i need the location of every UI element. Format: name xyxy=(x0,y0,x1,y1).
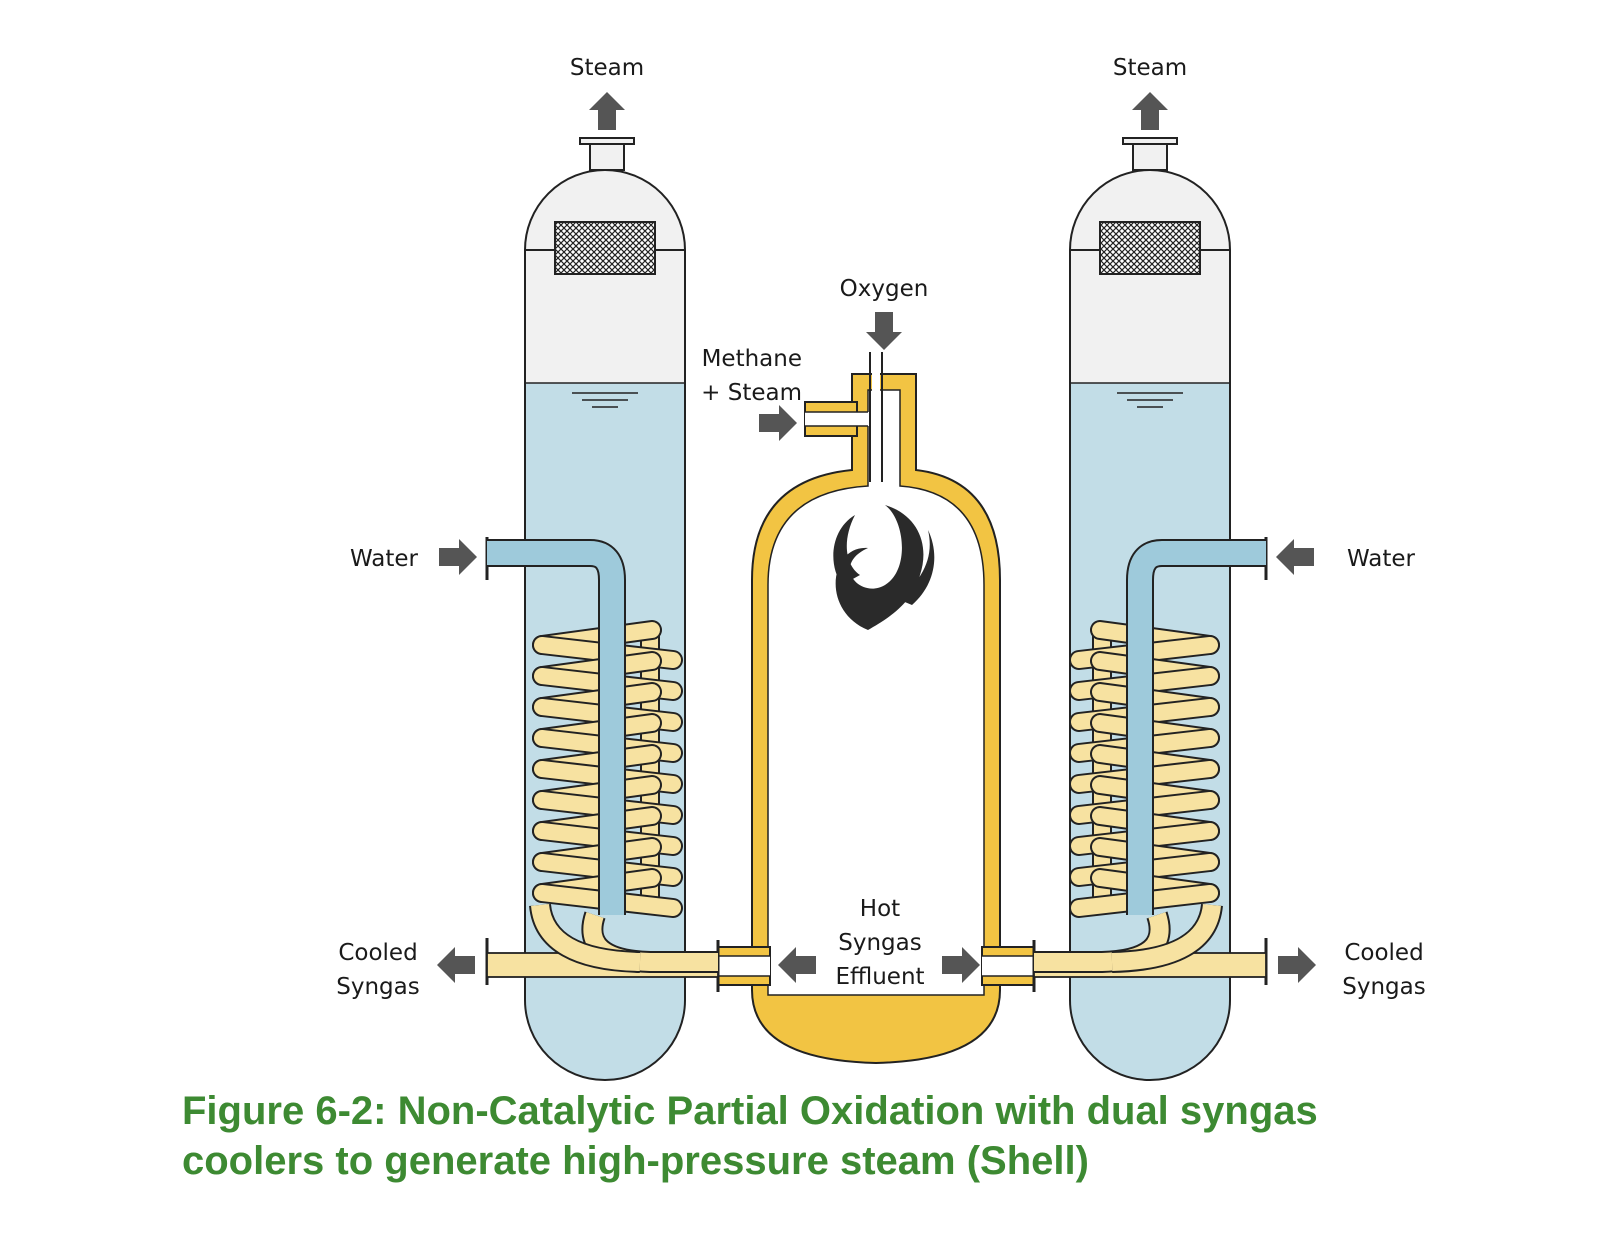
caption-line-2: coolers to generate high-pressure steam … xyxy=(182,1139,1089,1183)
label-water-left: Water xyxy=(350,546,419,572)
label-methane-line2: + Steam xyxy=(701,380,802,406)
arrow-icon xyxy=(437,947,475,983)
label-methane-line1: Methane xyxy=(702,346,802,372)
arrow-icon xyxy=(439,539,477,575)
right-heat-exchange-coil xyxy=(1033,539,1267,978)
label-cooled-left-line2: Syngas xyxy=(336,974,419,1000)
caption-line-1: Figure 6-2: Non-Catalytic Partial Oxidat… xyxy=(182,1089,1318,1133)
label-oxygen: Oxygen xyxy=(840,276,929,302)
arrow-icon xyxy=(866,312,902,350)
label-hot-line1: Hot xyxy=(860,896,900,922)
arrow-icon xyxy=(759,405,797,441)
label-cooled-right-line2: Syngas xyxy=(1342,974,1425,1000)
hot-syngas-ducts xyxy=(716,940,1036,992)
label-cooled-right-line1: Cooled xyxy=(1344,940,1423,966)
label-steam-left: Steam xyxy=(570,55,644,81)
arrow-icon xyxy=(1132,92,1168,130)
label-water-right: Water xyxy=(1347,546,1416,572)
gasifier-reactor xyxy=(751,352,1001,1065)
arrow-icon xyxy=(1276,539,1314,575)
left-heat-exchange-coil xyxy=(486,539,719,978)
label-cooled-left-line1: Cooled xyxy=(338,940,417,966)
demister-mesh xyxy=(554,221,656,275)
demister-mesh xyxy=(1099,221,1201,275)
arrow-icon xyxy=(589,92,625,130)
figure-caption: Figure 6-2: Non-Catalytic Partial Oxidat… xyxy=(182,1086,1502,1186)
label-steam-right: Steam xyxy=(1113,55,1187,81)
label-hot-line2: Syngas xyxy=(838,930,921,956)
flame-icon xyxy=(833,505,935,630)
arrow-icon xyxy=(1278,947,1316,983)
label-hot-line3: Effluent xyxy=(835,964,924,990)
